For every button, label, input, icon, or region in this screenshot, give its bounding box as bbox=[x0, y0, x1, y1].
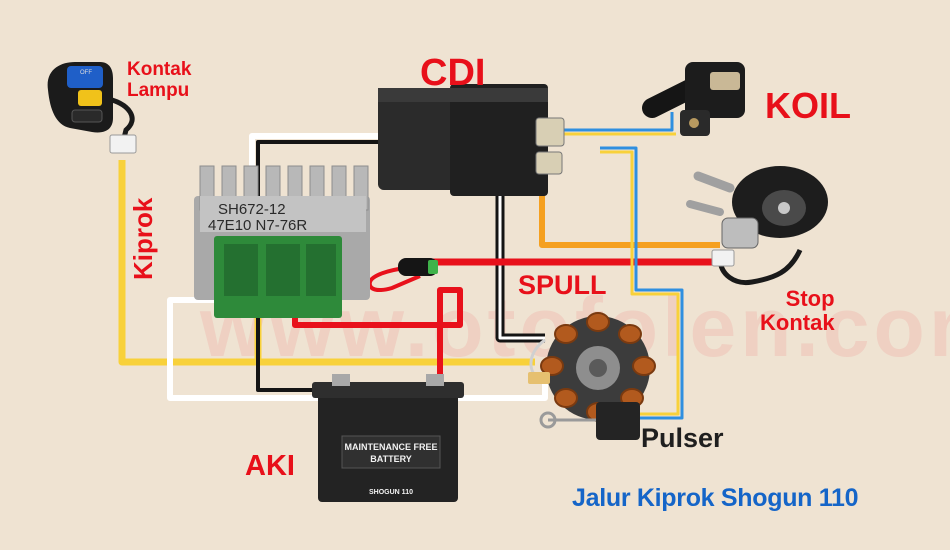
ignition-coil bbox=[642, 62, 745, 136]
cdi-unit bbox=[378, 84, 565, 196]
label-pulser: Pulser bbox=[641, 423, 724, 453]
label-kontak-lampu-line-2: Lampu bbox=[127, 79, 190, 101]
kiprok-marking-1: SH672-12 bbox=[218, 201, 286, 218]
ignition-switch bbox=[686, 166, 828, 286]
kiprok-marking-2: 47E10 N7-76R bbox=[208, 217, 307, 234]
battery-aki: MAINTENANCE FREE BATTERY SHOGUN 110 bbox=[312, 374, 464, 502]
wire-red-kiprok-aki bbox=[292, 287, 463, 380]
diagram-title: Jalur Kiprok Shogun 110 bbox=[572, 484, 859, 512]
pulser-coil bbox=[539, 402, 640, 440]
switch-off-mark: OFF bbox=[80, 70, 92, 76]
label-kontak-lampu: Kontak Lampu bbox=[127, 59, 192, 101]
battery-label-2: BATTERY bbox=[370, 454, 412, 464]
label-aki: AKI bbox=[245, 450, 295, 482]
label-kontak-lampu-line-1: Kontak bbox=[127, 59, 192, 80]
wire-blue-cdi-koil bbox=[548, 112, 674, 132]
label-koil: KOIL bbox=[765, 85, 851, 126]
wire-blue-cdi-pulser bbox=[600, 146, 684, 420]
fuse-holder bbox=[398, 258, 438, 276]
kontak-lampu-switch: OFF bbox=[47, 62, 137, 154]
wire-yellow-kontak-lampu bbox=[118, 160, 535, 366]
label-spull: SPULL bbox=[518, 270, 607, 300]
battery-label-3: SHOGUN 110 bbox=[369, 489, 413, 496]
battery-label-1: MAINTENANCE FREE bbox=[344, 442, 437, 452]
wire-yellow-cdi-pulser bbox=[600, 150, 680, 416]
wire-white-stripe-spull bbox=[498, 142, 545, 340]
label-cdi: CDI bbox=[420, 52, 486, 94]
stator-spull bbox=[528, 312, 656, 422]
label-stop-kontak-line-1: Stop bbox=[785, 286, 835, 311]
kiprok-regulator: SH672-12 47E10 N7-76R bbox=[194, 165, 370, 318]
label-stop-kontak-line-2: Kontak bbox=[760, 309, 835, 335]
label-kiprok: Kiprok bbox=[128, 197, 158, 280]
label-stop-kontak: Stop Kontak bbox=[760, 287, 835, 335]
